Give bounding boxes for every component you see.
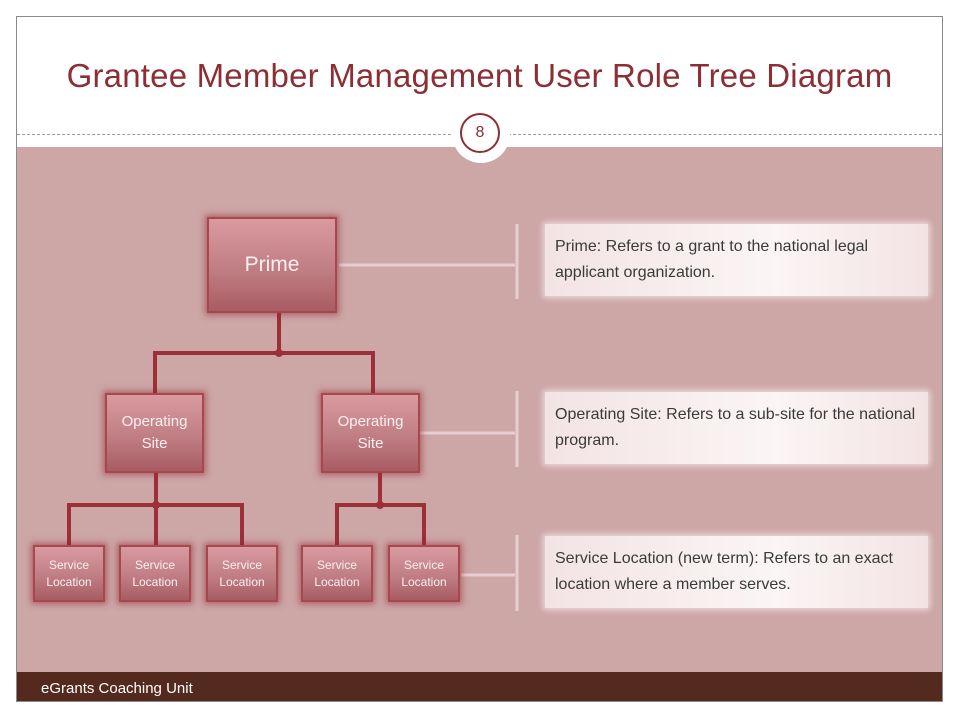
footer-text: eGrants Coaching Unit bbox=[41, 680, 193, 697]
connector-joint bbox=[376, 501, 384, 509]
page-number: 8 bbox=[460, 113, 500, 153]
operating-site-node-label: Operating Site bbox=[337, 413, 404, 452]
operating-site-description: Operating Site: Refers to a sub-site for… bbox=[545, 392, 928, 464]
service-location-node-4: Service Location bbox=[301, 545, 373, 602]
connector-joint bbox=[275, 349, 283, 357]
slide: Grantee Member Management User Role Tree… bbox=[16, 16, 943, 702]
service-location-node-label: Service Location bbox=[132, 557, 178, 589]
operating-site-node-2: Operating Site bbox=[321, 393, 420, 473]
prime-description: Prime: Refers to a grant to the national… bbox=[545, 224, 928, 296]
connector-joint bbox=[152, 501, 160, 509]
operating-site-node-1: Operating Site bbox=[105, 393, 204, 473]
service-location-node-5: Service Location bbox=[388, 545, 460, 602]
service-location-node-3: Service Location bbox=[206, 545, 278, 602]
tree-connectors bbox=[67, 224, 519, 611]
service-location-node-label: Service Location bbox=[314, 557, 360, 589]
prime-node: Prime bbox=[207, 217, 337, 313]
service-location-node-1: Service Location bbox=[33, 545, 105, 602]
service-location-node-label: Service Location bbox=[219, 557, 265, 589]
service-location-node-label: Service Location bbox=[46, 557, 92, 589]
service-location-description: Service Location (new term): Refers to a… bbox=[545, 536, 928, 608]
footer-bar: eGrants Coaching Unit bbox=[17, 672, 942, 701]
slide-title: Grantee Member Management User Role Tree… bbox=[66, 57, 893, 94]
operating-site-node-label: Operating Site bbox=[121, 413, 188, 452]
service-location-node-label: Service Location bbox=[401, 557, 447, 589]
prime-node-label: Prime bbox=[244, 253, 300, 276]
service-location-node-2: Service Location bbox=[119, 545, 191, 602]
